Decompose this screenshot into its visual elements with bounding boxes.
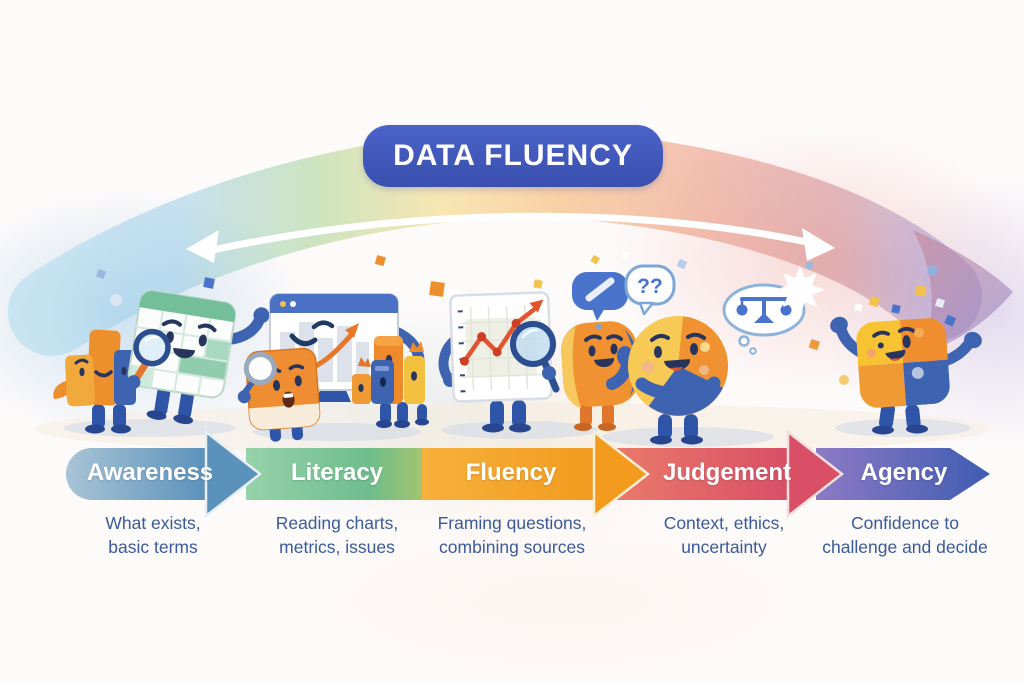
pie-character-small [561, 321, 640, 431]
caption-line: Reading charts, [275, 513, 399, 533]
stage-caption-awareness: What exists, basic terms [48, 511, 258, 559]
spreadsheet-character [126, 290, 270, 425]
caption-line: Context, ethics, [663, 513, 785, 533]
caption-line: challenge and decide [822, 537, 988, 557]
stage-arrowhead-awareness [204, 429, 263, 519]
caption-line: basic terms [108, 537, 198, 557]
stage-label-literacy: Literacy [290, 459, 384, 486]
magnifier-icon [237, 352, 277, 404]
bar-chart-character [53, 329, 136, 434]
stage-arrow-literacy [246, 448, 422, 500]
stage-caption-literacy: Reading charts, metrics, issues [232, 511, 442, 559]
stage-arrow-band [66, 429, 990, 519]
thought-bubble-scale [722, 283, 806, 355]
caption-line: Confidence to [851, 513, 959, 533]
confetti [95, 251, 957, 385]
starburst-icon [776, 266, 824, 314]
question-bubble-text: ?? [637, 275, 663, 298]
page-title: DATA FLUENCY [393, 139, 633, 172]
title-banner: DATA FLUENCY [363, 125, 663, 187]
stage-label-awareness: Awareness [86, 459, 214, 486]
caption-line: uncertainty [681, 537, 767, 557]
caption-line: What exists, [105, 513, 201, 533]
magnifier-card-character [237, 347, 321, 442]
stage-arrow-agency [816, 448, 990, 500]
stage-caption-fluency: Framing questions, combining sources [407, 511, 617, 559]
whiteboard-chart-character [438, 291, 560, 433]
mini-bar-characters [352, 336, 429, 428]
double-headed-arrow-icon [186, 212, 835, 263]
stage-arrowhead-fluency [592, 429, 651, 519]
stage-label-judgement: Judgement [662, 459, 792, 486]
stage-caption-agency: Confidence to challenge and decide [800, 511, 1010, 559]
stage-arrowhead-judgement [786, 429, 845, 519]
stage-arrow-awareness [66, 448, 206, 500]
magnifier-large-icon [510, 321, 560, 393]
caption-line: Framing questions, [437, 513, 587, 533]
magnifier-icon [126, 328, 171, 390]
speech-bubble-slash-icon [572, 272, 628, 330]
caption-line: metrics, issues [279, 537, 395, 557]
question-bubble: ?? [624, 264, 676, 316]
pie-character-big [628, 316, 728, 445]
stage-arrow-fluency [422, 448, 594, 500]
stage-label-agency: Agency [860, 459, 948, 486]
stage-caption-judgement: Context, ethics, uncertainty [619, 511, 829, 559]
caption-line: combining sources [439, 537, 585, 557]
stage-label-fluency: Fluency [465, 459, 557, 486]
balance-scale-icon [736, 297, 792, 323]
square-chart-character [830, 316, 982, 435]
